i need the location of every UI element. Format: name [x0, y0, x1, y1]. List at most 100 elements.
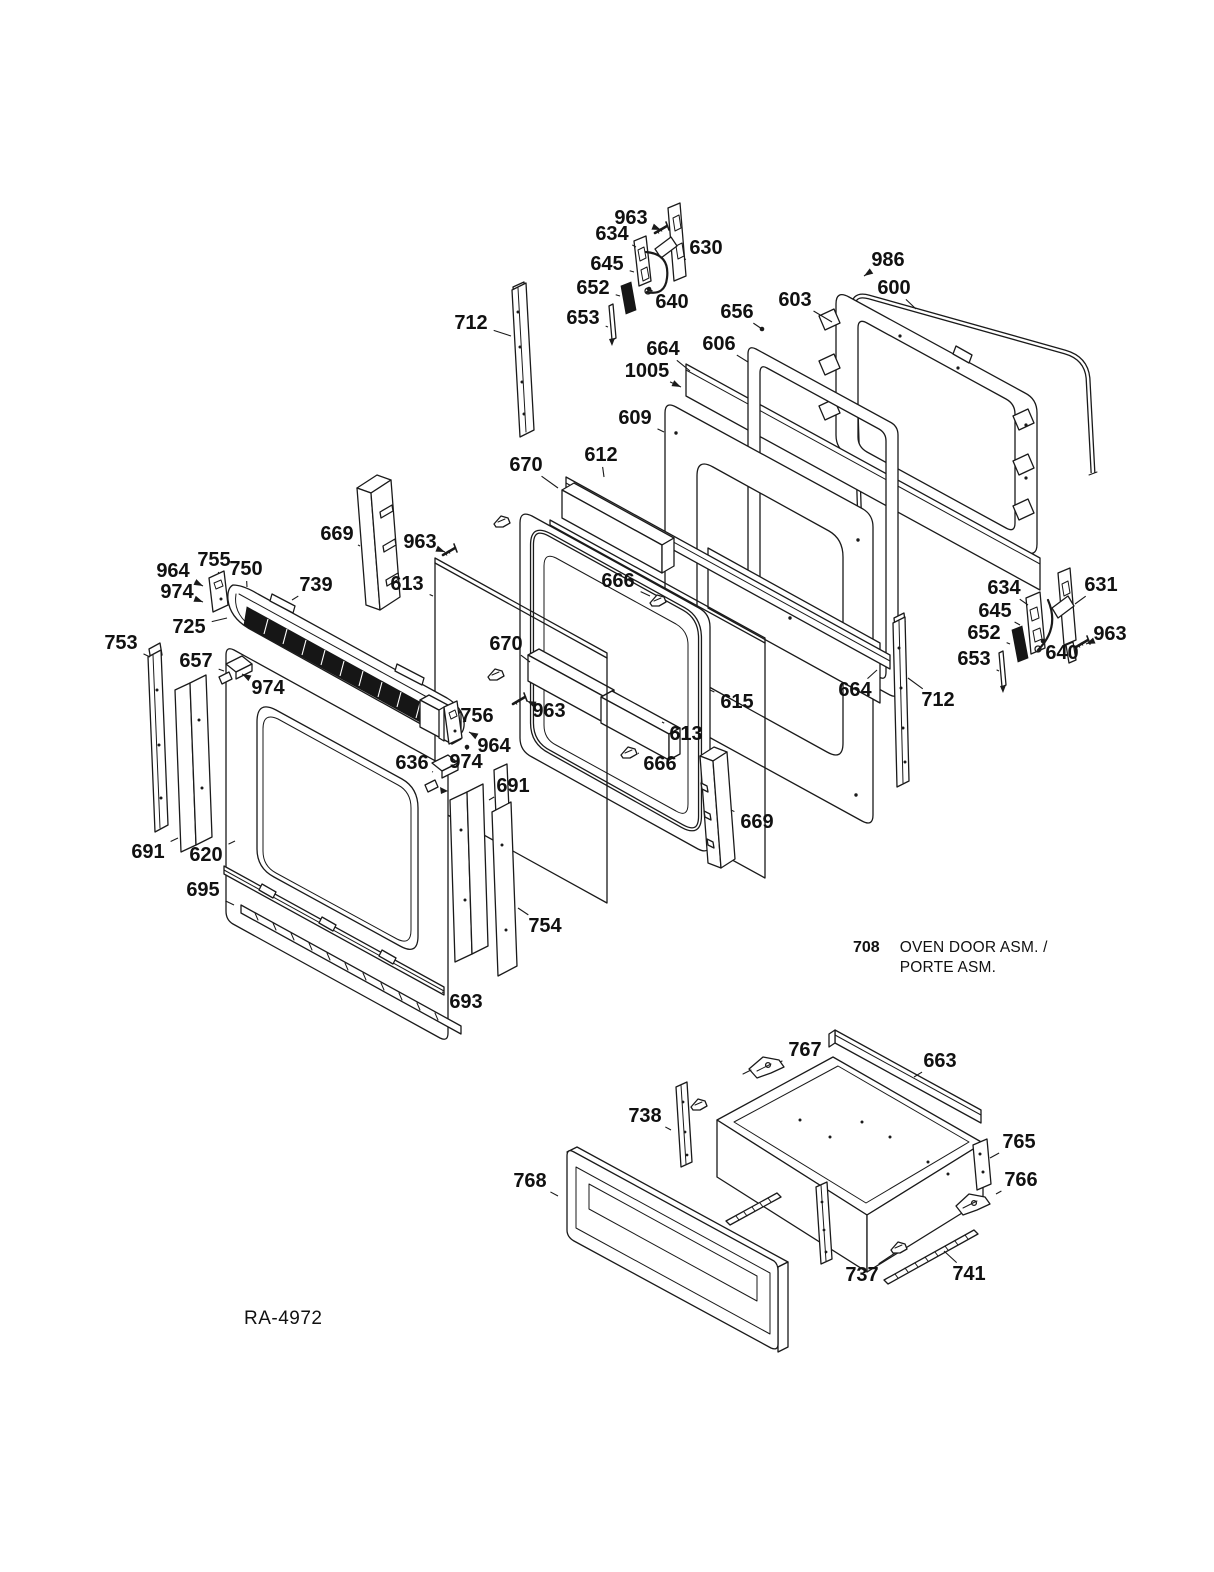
leader-dot [1040, 638, 1046, 644]
part-label-669: 669 [320, 523, 353, 545]
slide-rod-741 [883, 1229, 979, 1285]
part-label-974: 974 [449, 751, 483, 773]
part-label-652: 652 [967, 622, 1000, 644]
part-label-656: 656 [720, 301, 753, 323]
part-label-666: 666 [601, 570, 634, 592]
part-label-615: 615 [720, 691, 753, 713]
part-label-766: 766 [1004, 1169, 1037, 1191]
part-label-670: 670 [509, 454, 542, 476]
part-label-613: 613 [390, 573, 423, 595]
leader-line-634 [1019, 598, 1029, 606]
leader-line-613 [661, 721, 665, 724]
part-label-645: 645 [978, 600, 1011, 622]
part-label-664: 664 [646, 338, 680, 360]
part-label-631: 631 [1084, 574, 1117, 596]
leader-line-630 [683, 258, 687, 261]
assembly-note-line2: PORTE ASM. [899, 959, 997, 976]
leader-line-737 [878, 1252, 896, 1265]
leader-line-670 [541, 475, 559, 489]
leader-line-652 [1006, 642, 1011, 645]
part-label-600: 600 [877, 277, 910, 299]
part-label-737: 737 [845, 1264, 878, 1286]
leader-line-620 [228, 840, 236, 845]
arrowhead [242, 674, 252, 682]
hinge-plate-634b [1025, 591, 1046, 655]
leader-line-666 [640, 591, 651, 597]
part-label-636: 636 [395, 752, 428, 774]
leader-line-600 [905, 298, 917, 310]
leader-line-693 [441, 991, 444, 994]
side-rail-712-right [892, 612, 910, 788]
leader-line-691 [488, 796, 495, 801]
part-label-712: 712 [921, 689, 954, 711]
leader-line-738 [665, 1126, 672, 1131]
leader-line-741 [943, 1250, 958, 1264]
leader-lines [143, 223, 1096, 1265]
part-label-663: 663 [923, 1050, 956, 1072]
hinge-assembly-left [608, 202, 687, 346]
part-labels: 9636346306456526406539866006036566066641… [104, 207, 1126, 1286]
assembly-note-line1: OVEN DOOR ASM. / [899, 939, 1048, 956]
arrowhead [527, 701, 537, 708]
arrowhead [651, 223, 661, 230]
drawer-back-rail-663 [828, 1029, 982, 1124]
leader-line-712 [907, 677, 924, 690]
part-label-640: 640 [655, 291, 688, 313]
part-label-630: 630 [689, 237, 722, 259]
bracket-636 [424, 754, 459, 794]
side-trim-691-left [174, 674, 213, 853]
part-label-653: 653 [566, 307, 599, 329]
part-label-754: 754 [528, 915, 562, 937]
part-label-750: 750 [229, 558, 262, 580]
part-label-640: 640 [1045, 642, 1078, 664]
outer-door-panel-620 [225, 648, 449, 1040]
leader-line-767 [779, 1060, 783, 1063]
part-label-739: 739 [299, 574, 332, 596]
leader-line-612 [602, 466, 605, 478]
end-plate-755 [208, 570, 229, 613]
part-label-974: 974 [160, 581, 194, 603]
part-label-756: 756 [460, 705, 493, 727]
part-label-669: 669 [740, 811, 773, 833]
assembly-note: 708 OVEN DOOR ASM. / PORTE ASM. [853, 938, 1048, 978]
part-label-653: 653 [957, 648, 990, 670]
leader-line-755 [217, 571, 220, 575]
leader-line-657 [218, 668, 225, 672]
spacer-blocks-670 [527, 482, 681, 761]
part-label-974: 974 [251, 677, 285, 699]
bracket-657 [218, 655, 253, 685]
part-label-657: 657 [179, 650, 212, 672]
arrowhead [864, 268, 874, 276]
leader-line-768 [550, 1191, 559, 1197]
bracket-765 [972, 1138, 992, 1191]
leader-line-634 [631, 244, 637, 248]
part-label-666: 666 [643, 753, 676, 775]
arrowhead [671, 380, 681, 387]
part-label-963: 963 [532, 700, 565, 722]
leader-line-695 [225, 900, 235, 906]
part-label-652: 652 [576, 277, 609, 299]
part-label-964: 964 [477, 735, 511, 757]
hinge-spring-640b [1036, 598, 1054, 652]
side-rail-712-left [511, 281, 535, 438]
leader-line-645 [1014, 621, 1021, 626]
hinge-plate-630 [667, 202, 687, 282]
leader-line-609 [657, 428, 665, 433]
part-label-986: 986 [871, 249, 904, 271]
vent-pad-739b [394, 663, 425, 686]
leader-line-606 [736, 354, 749, 363]
leader-line-691 [170, 837, 179, 842]
part-label-712: 712 [454, 312, 487, 334]
part-label-963: 963 [614, 207, 647, 229]
part-label-767: 767 [788, 1039, 821, 1061]
heat-shield-strip-664-upper [685, 363, 1041, 591]
leader-line-753 [143, 653, 151, 658]
leader-dot [759, 326, 765, 332]
drawer-front-panel-768 [566, 1146, 789, 1353]
arrowhead [1086, 637, 1096, 644]
part-label-693: 693 [449, 991, 482, 1013]
leader-line-645 [629, 270, 635, 273]
drawer-support-738 [675, 1081, 693, 1168]
leader-line-613 [429, 593, 434, 597]
